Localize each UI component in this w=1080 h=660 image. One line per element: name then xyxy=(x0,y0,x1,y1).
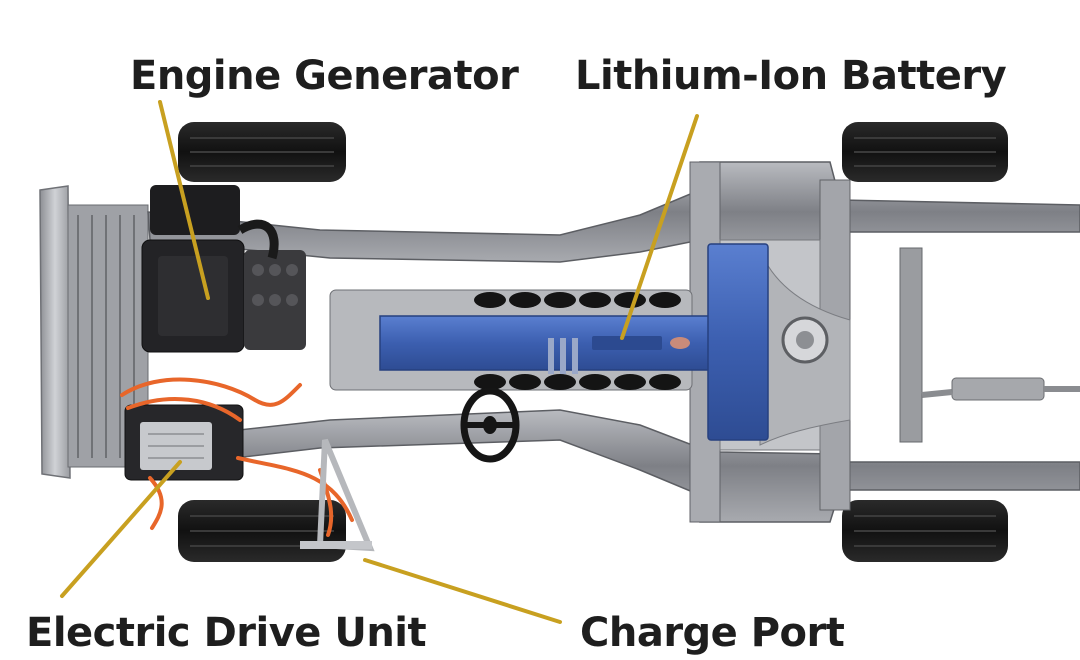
lithium-ion-battery-pack xyxy=(379,243,769,441)
label-engine-generator: Engine Generator xyxy=(130,53,519,99)
callout-lines xyxy=(60,100,699,624)
charge-port xyxy=(300,438,375,552)
callout-lithium-ion-battery xyxy=(620,114,699,340)
label-electric-drive-unit: Electric Drive Unit xyxy=(26,610,427,656)
engine-generator xyxy=(141,185,306,353)
high-voltage-cables xyxy=(120,377,354,537)
tire-rear-right xyxy=(842,500,1008,562)
callout-charge-port xyxy=(363,558,562,624)
label-charge-port: Charge Port xyxy=(580,610,845,656)
tire-front-left xyxy=(178,122,346,182)
fuel-tank-pump xyxy=(781,316,829,364)
electric-drive-unit xyxy=(124,404,244,481)
exhaust-muffler xyxy=(921,377,1080,401)
callout-electric-drive-unit xyxy=(60,460,182,598)
label-lithium-ion-battery: Lithium-Ion Battery xyxy=(575,53,1007,99)
callout-engine-generator xyxy=(158,100,210,300)
steering-wheel xyxy=(460,387,520,463)
tire-rear-left xyxy=(842,122,1008,182)
